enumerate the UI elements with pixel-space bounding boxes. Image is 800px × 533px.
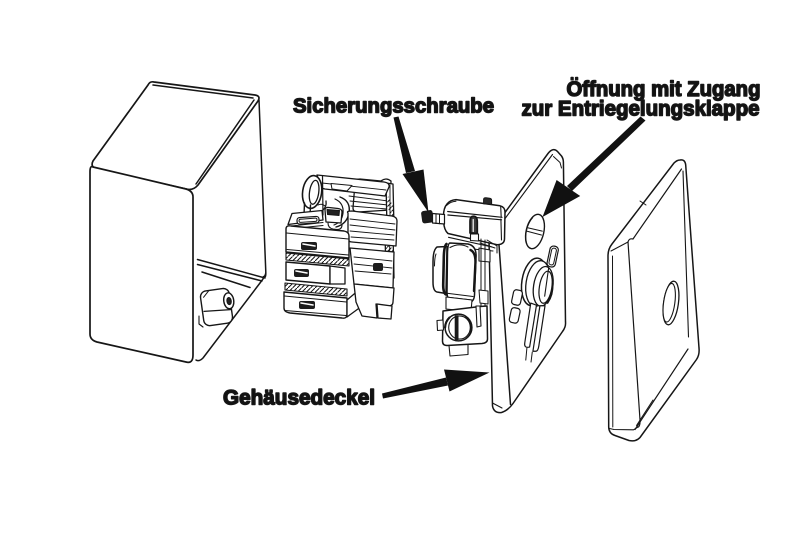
svg-text:zur Entriegelungsklappe: zur Entriegelungsklappe (522, 98, 760, 121)
svg-text:Gehäusedeckel: Gehäusedeckel (223, 386, 375, 409)
svg-text:Öffnung mit Zugang: Öffnung mit Zugang (567, 78, 761, 101)
svg-text:Sicherungsschraube: Sicherungsschraube (293, 95, 494, 118)
